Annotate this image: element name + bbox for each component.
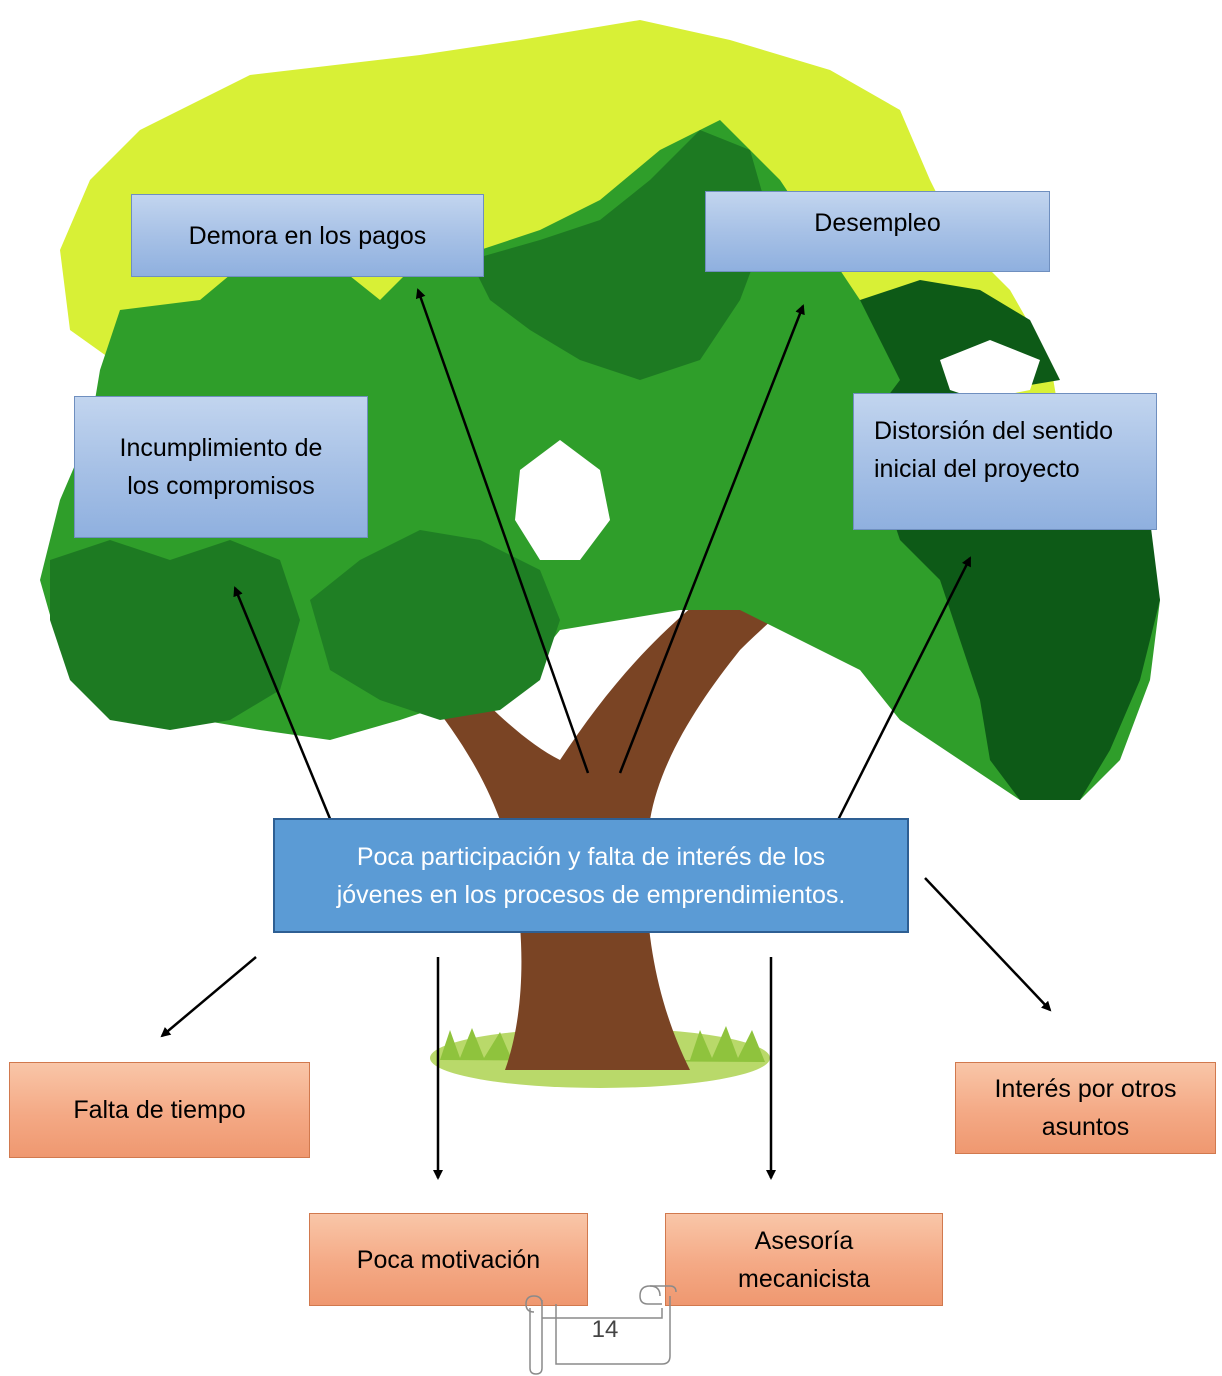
- effect-distorsion: Distorsión del sentido inicial del proye…: [853, 393, 1157, 530]
- cause-asesoria-mecanicista: Asesoría mecanicista: [665, 1213, 943, 1306]
- effect-incumplimiento-line2: los compromisos: [127, 472, 315, 500]
- effect-desempleo: Desempleo: [705, 191, 1050, 272]
- central-problem-line1: Poca participación y falta de interés de…: [356, 842, 826, 871]
- cause-asesoria-line2: mecanicista: [738, 1264, 870, 1293]
- effect-distorsion-line1: Distorsión del sentido: [874, 417, 1114, 445]
- effect-desempleo-label: Desempleo: [814, 209, 941, 237]
- effect-incumplimiento-line1: Incumplimiento de: [119, 434, 323, 462]
- effect-incumplimiento: Incumplimiento de los compromisos: [74, 396, 368, 538]
- central-problem-line2: jóvenes en los procesos de emprendimient…: [336, 880, 846, 909]
- cause-interes-otros-line2: asuntos: [1041, 1113, 1130, 1141]
- cause-interes-otros-line1: Interés por otros: [994, 1075, 1177, 1103]
- cause-falta-tiempo: Falta de tiempo: [9, 1062, 310, 1158]
- effect-distorsion-line2: inicial del proyecto: [874, 455, 1080, 483]
- cause-asesoria-line1: Asesoría: [754, 1226, 854, 1255]
- effect-demora-pagos: Demora en los pagos: [131, 194, 484, 277]
- cause-interes-otros: Interés por otros asuntos: [955, 1062, 1216, 1154]
- page-number: 14: [591, 1316, 619, 1343]
- grass-blades: [440, 1026, 765, 1062]
- cause-poca-motivacion-label: Poca motivación: [356, 1245, 541, 1274]
- canopy-gap-2: [940, 340, 1040, 400]
- page-scroll-icon: [525, 1285, 677, 1375]
- cause-poca-motivacion: Poca motivación: [309, 1213, 588, 1306]
- cause-falta-tiempo-label: Falta de tiempo: [73, 1096, 246, 1124]
- effect-demora-pagos-label: Demora en los pagos: [188, 221, 427, 250]
- central-problem-box: Poca participación y falta de interés de…: [273, 818, 909, 933]
